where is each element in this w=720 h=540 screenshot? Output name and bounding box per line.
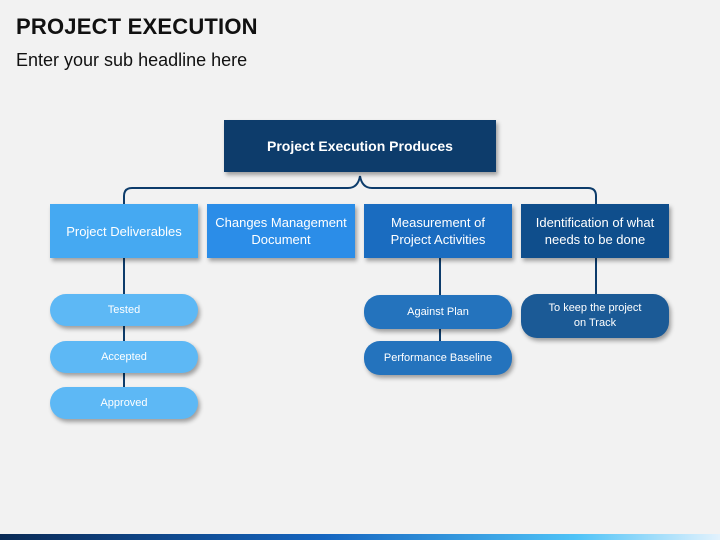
- measurement-against-plan: Against Plan: [364, 295, 512, 329]
- page-title: PROJECT EXECUTION: [16, 14, 258, 39]
- category-identification: Identification of what needs to be done: [521, 204, 669, 258]
- category-changes-management: Changes Management Document: [207, 204, 355, 258]
- deliverable-approved: Approved: [50, 387, 198, 419]
- measurement-performance-baseline: Performance Baseline: [364, 341, 512, 375]
- category-measurement: Measurement of Project Activities: [364, 204, 512, 258]
- deliverable-accepted: Accepted: [50, 341, 198, 373]
- deliverable-tested: Tested: [50, 294, 198, 326]
- footer-accent-bar: [0, 534, 720, 540]
- root-brace-connector: [123, 175, 597, 204]
- category-project-deliverables: Project Deliverables: [50, 204, 198, 258]
- root-node: Project Execution Produces: [224, 120, 496, 172]
- identification-keep-on-track: To keep the project on Track: [521, 294, 669, 338]
- page-subtitle: Enter your sub headline here: [16, 50, 248, 70]
